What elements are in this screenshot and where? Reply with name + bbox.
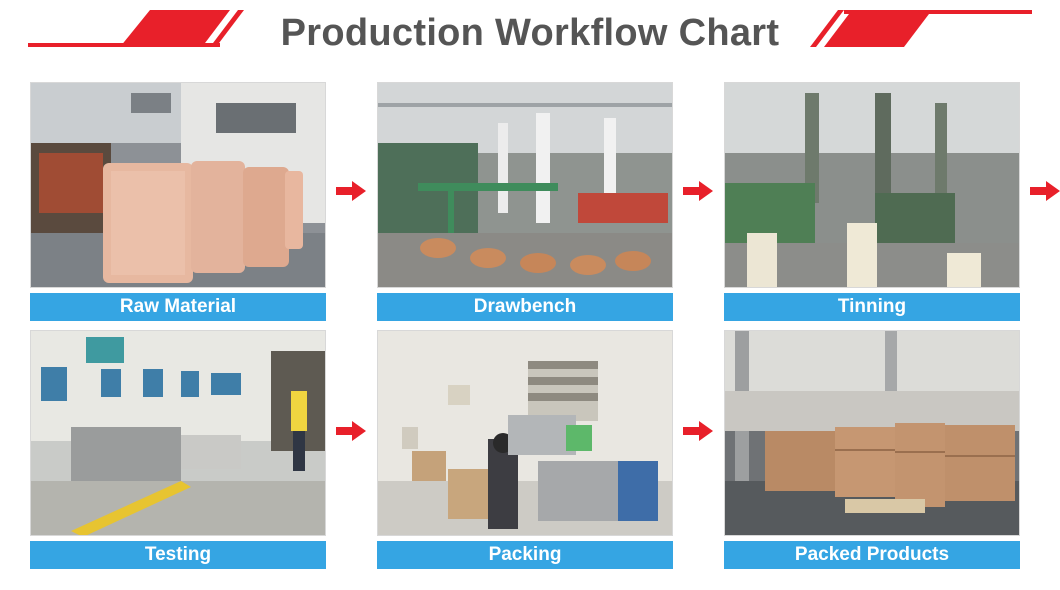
step-label-packing: Packing [377, 541, 673, 569]
step-label-drawbench: Drawbench [377, 293, 673, 321]
arrow-right-icon [1030, 181, 1060, 201]
step-label-tinning: Tinning [724, 293, 1020, 321]
stacked-cartons-warehouse-photo [724, 330, 1020, 536]
arrow-right-icon [683, 181, 713, 201]
arrow-right-icon [683, 421, 713, 441]
arrow-right-icon [336, 181, 366, 201]
salt-spray-test-chambers-photo [30, 330, 326, 536]
right-red-stripe-decoration [810, 10, 1032, 47]
worker-packing-boxes-photo [377, 330, 673, 536]
arrow-right-icon [336, 421, 366, 441]
step-label-raw-material: Raw Material [30, 293, 326, 321]
tinning-line-photo [724, 82, 1020, 288]
copper-wire-coils-photo [30, 82, 326, 288]
step-label-packed-products: Packed Products [724, 541, 1020, 569]
page-title: Production Workflow Chart [280, 12, 780, 54]
step-label-testing: Testing [30, 541, 326, 569]
wire-drawing-machines-photo [377, 82, 673, 288]
left-red-stripe-decoration [28, 10, 244, 47]
